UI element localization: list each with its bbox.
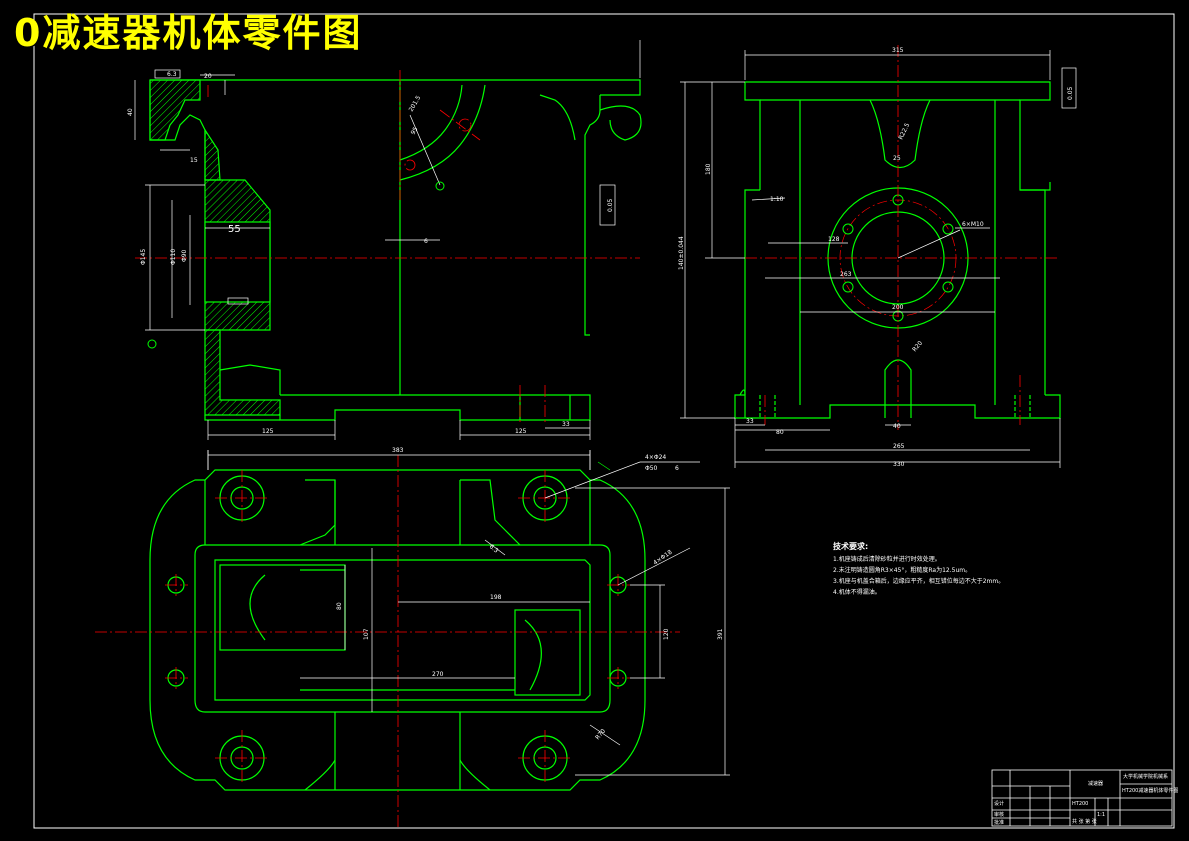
drawing-title: 0减速器机体零件图 <box>14 11 363 55</box>
front-centerlines <box>135 70 640 425</box>
dim-h180: 180 <box>705 163 712 175</box>
title-block-material: HT200 <box>1072 801 1089 807</box>
dim-4x24: 4×Φ24 <box>645 454 666 461</box>
title-block-sheet: 共 张 第 张 <box>1072 819 1097 825</box>
title-block-scale: 1:1 <box>1097 812 1106 818</box>
dim-tol: 0.05 <box>607 198 614 212</box>
dim-ra63: 6.3 <box>167 71 177 78</box>
dim-d110: Φ110 <box>170 249 177 265</box>
dim-w270: 270 <box>432 671 444 678</box>
technical-requirement-item: 2.未注明铸造圆角R3×45°，粗糙度Ra为12.5um。 <box>833 567 972 574</box>
dim-w198: 198 <box>490 594 502 601</box>
dim-w315: 315 <box>892 47 904 54</box>
technical-requirements-heading: 技术要求: <box>833 542 869 551</box>
dim-w125a: 125 <box>262 428 274 435</box>
dim-h107: 107 <box>363 628 370 640</box>
title-block-drawing-name: HT200减速器机体零件图 <box>1122 788 1179 794</box>
title-block-designer: 设计 <box>994 801 1005 807</box>
dim-d200: 200 <box>892 304 904 311</box>
plan-centerlines <box>95 455 680 830</box>
dim-c6: 6 <box>424 238 428 245</box>
dim-d50: Φ50 <box>645 465 658 472</box>
dim-b265: 265 <box>893 443 905 450</box>
side-bolt-holes <box>842 194 954 322</box>
sheet-border <box>33 13 1175 829</box>
dim-w33: 33 <box>562 421 570 428</box>
dim-h140: 140±0.044 <box>678 236 685 270</box>
side-dimension-lines <box>680 50 1077 468</box>
dim-d145: Φ145 <box>140 249 147 265</box>
dim-d128: 128 <box>828 236 840 243</box>
dim-h40: 40 <box>127 108 134 116</box>
title-block-school: 大学机械学院机械系 <box>1123 774 1169 780</box>
title-block-part-name: 减速器 <box>1088 781 1104 787</box>
dim-w383: 383 <box>392 447 404 454</box>
technical-requirement-item: 4.机体不得漏油。 <box>833 589 881 596</box>
plan-outer-outline <box>149 469 646 791</box>
front-top-flange <box>150 79 641 96</box>
dim-d6x10: 6×M10 <box>962 221 984 228</box>
dim-b40: 40 <box>893 423 901 430</box>
technical-requirements: 技术要求: 1.机座铸成后清除砂粒并进行时效处理。 2.未注明铸造圆角R3×45… <box>833 541 1004 598</box>
dim-slope: 1:10 <box>770 196 784 203</box>
title-block-approver: 批准 <box>994 820 1005 826</box>
dim-plan-c6: 6 <box>675 465 679 472</box>
front-view <box>149 79 642 421</box>
dim-b33: 33 <box>746 418 754 425</box>
title-block <box>991 769 1173 827</box>
dim-h15: 15 <box>190 157 198 164</box>
dim-w125b: 125 <box>515 428 527 435</box>
datum-symbol <box>147 181 445 349</box>
technical-requirement-item: 1.机座铸成后清除砂粒并进行时效处理。 <box>833 556 941 563</box>
dim-d90: Φ90 <box>181 249 188 262</box>
technical-requirement-item: 3.机座与机盖合箱后，边缘应平齐，相互错位每边不大于2mm。 <box>833 578 1005 585</box>
plan-dimension-lines <box>207 450 730 776</box>
dim-h80: 80 <box>336 602 343 610</box>
side-centerlines <box>745 45 1060 430</box>
dim-d263: 263 <box>840 271 852 278</box>
dim-w55: 55 <box>228 224 241 235</box>
dim-h391: 391 <box>717 628 724 640</box>
dim-h120: 120 <box>663 628 670 640</box>
dim-b80: 80 <box>776 429 784 436</box>
dim-r95: 95 <box>410 126 420 136</box>
plan-view <box>149 469 646 791</box>
dim-side-tol: 0.05 <box>1067 86 1074 100</box>
dim-s25: 25 <box>893 155 901 162</box>
title-block-checker: 审核 <box>994 812 1005 818</box>
dim-h20: 20 <box>204 73 212 80</box>
dim-b330: 330 <box>893 461 905 468</box>
dim-plan-ra: 6.3 <box>488 543 500 555</box>
